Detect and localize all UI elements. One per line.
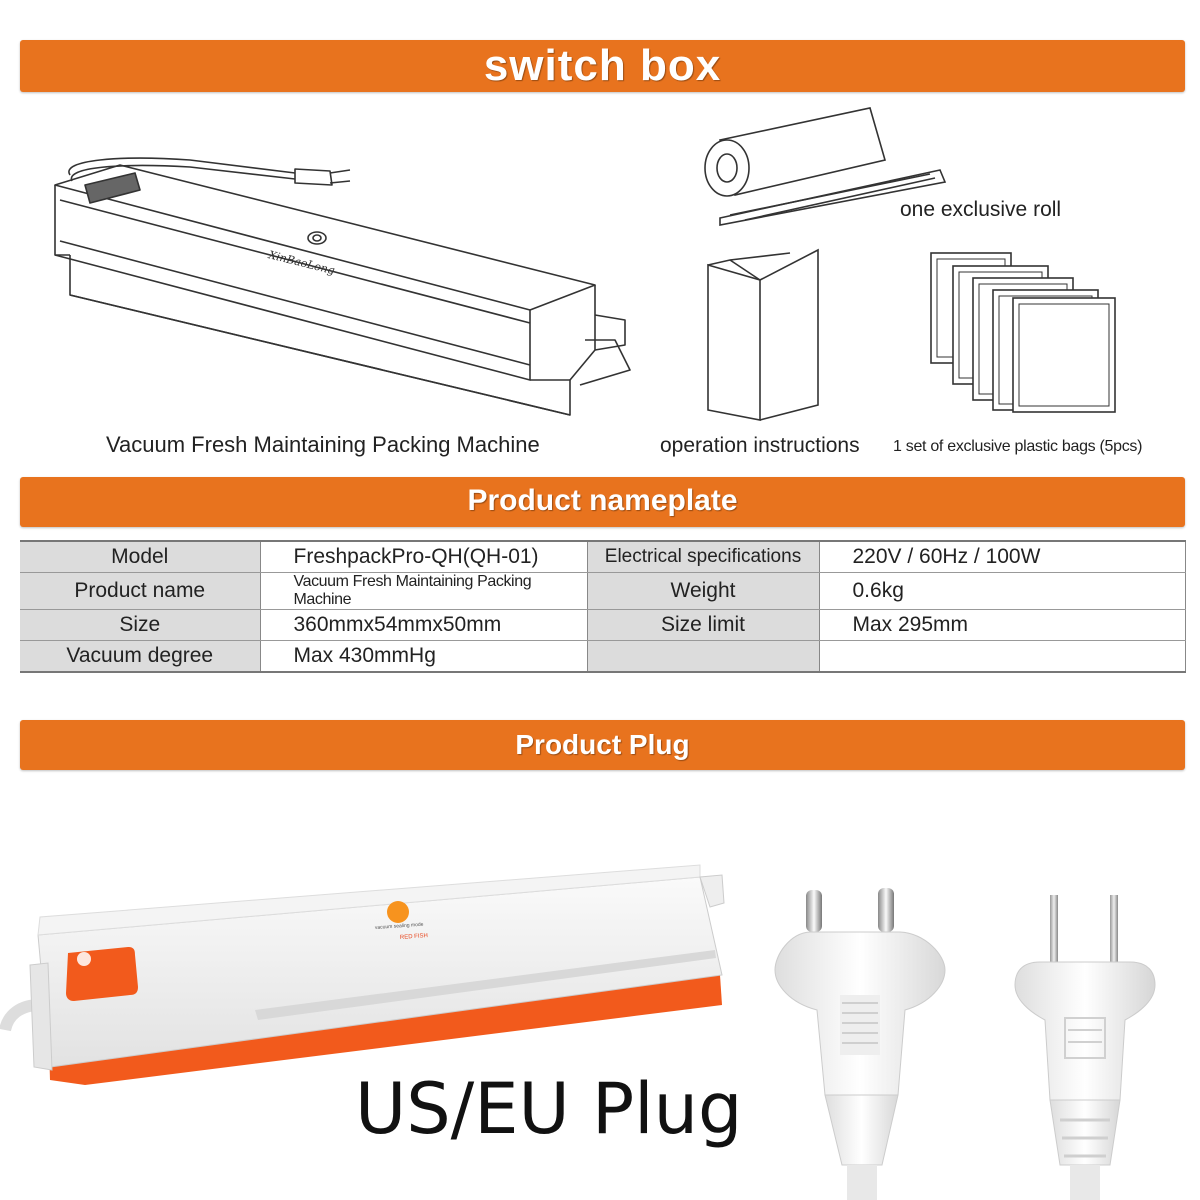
table-cell-value [818,640,1186,672]
us-eu-plug-label: US/EU Plug [355,1068,743,1150]
table-cell-value: 0.6kg [818,572,1186,610]
vacuum-sealer-product-image: vacuum sealing mode RED FISH [0,864,725,1085]
eu-plug-image [774,888,946,1200]
table-cell-value: Max 430mmHg [259,640,588,672]
table-row: Size 360mmx54mmx50mm Size limit Max 295m… [20,609,1186,641]
table-cell-label: Size limit [587,609,819,641]
table-row: Product name Vacuum Fresh Maintaining Pa… [20,572,1186,610]
table-cell-label: Vacuum degree [20,640,260,672]
table-cell-label [587,640,819,672]
roll-drawing [704,107,947,226]
nameplate-table: Model FreshpackPro-QH(QH-01) Electrical … [20,540,1186,673]
product-plug-banner: Product Plug [20,720,1185,770]
roll-caption: one exclusive roll [900,198,1062,221]
table-cell-value: 220V / 60Hz / 100W [818,541,1186,573]
instructions-booklet-drawing [707,248,819,421]
bags-drawing [930,252,1116,413]
table-row: Model FreshpackPro-QH(QH-01) Electrical … [20,541,1186,573]
table-row: Vacuum degree Max 430mmHg [20,640,1186,672]
table-cell-value: Vacuum Fresh Maintaining Packing Machine [259,572,588,610]
machine-brand-label: XinBaoLong [266,248,336,277]
table-cell-label: Product name [20,572,260,610]
product-plug-title: Product Plug [515,729,690,760]
table-cell-value: 360mmx54mmx50mm [259,609,588,641]
switch-box-banner: switch box [20,40,1185,92]
table-cell-label: Model [20,541,260,573]
table-cell-label: Electrical specifications [587,541,819,573]
nameplate-title: Product nameplate [467,484,738,517]
bags-caption: 1 set of exclusive plastic bags (5pcs) [893,438,1143,455]
product-red-label: RED FISH [400,933,428,941]
table-cell-value: Max 295mm [818,609,1186,641]
switch-box-title: switch box [483,41,722,90]
machine-caption: Vacuum Fresh Maintaining Packing Machine [106,432,540,457]
nameplate-banner: Product nameplate [20,477,1185,527]
machine-line-drawing: XinBaoLong [54,157,631,416]
table-cell-label: Size [20,609,260,641]
us-plug-image [1014,895,1156,1200]
table-cell-label: Weight [587,572,819,610]
table-cell-value: FreshpackPro-QH(QH-01) [259,541,588,573]
instructions-caption: operation instructions [660,434,860,457]
svg-text:vacuum sealing mode: vacuum sealing mode [375,922,424,931]
